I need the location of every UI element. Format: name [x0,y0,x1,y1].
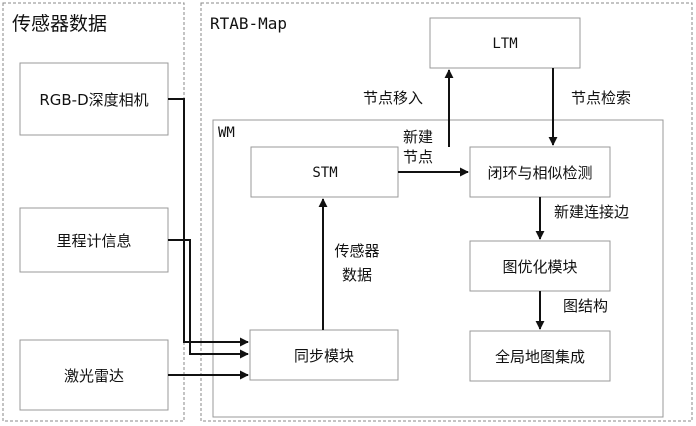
new-node-label-line1: 新建 [403,128,433,146]
wm-panel-border [212,119,664,418]
lidar-box [19,339,169,411]
rgbd-camera-label: RGB-D深度相机 [39,91,148,109]
ltm-box [429,17,581,69]
graph-optimization-box [469,240,611,292]
ltm-label: LTM [492,36,517,52]
odometry-box [19,207,169,273]
odometry-label: 里程计信息 [56,232,131,250]
node-move-in-label: 节点移入 [363,89,423,107]
rgbd-camera-box [19,62,169,136]
rtab-panel-border [200,2,693,422]
sensor-data-label-line2: 数据 [342,266,372,284]
new-node-label-line2: 节点 [403,148,433,166]
global-map-label: 全局地图集成 [495,348,585,366]
sync-module-label: 同步模块 [294,347,354,365]
node-retrieval-label: 节点检索 [571,89,631,107]
sensor-data-label-line1: 传感器 [334,242,379,260]
arrow-odometry-to-sync [168,239,249,359]
stm-box [250,146,399,198]
graph-optimization-label: 图优化模块 [502,258,577,276]
wm-panel-title: WM [218,125,235,141]
loop-closure-box [469,146,611,198]
new-edge-label: 新建连接边 [554,203,629,221]
sensor-panel-title: 传感器数据 [12,13,107,35]
stm-label: STM [312,165,337,181]
rtab-panel-title: RTAB-Map [210,14,287,33]
graph-structure-label: 图结构 [563,297,608,315]
arrow-rgbd-to-sync [168,98,249,347]
sync-module-box [249,329,399,381]
lidar-label: 激光雷达 [64,367,124,385]
loop-closure-label: 闭环与相似检测 [487,164,592,182]
global-map-box [469,330,611,382]
